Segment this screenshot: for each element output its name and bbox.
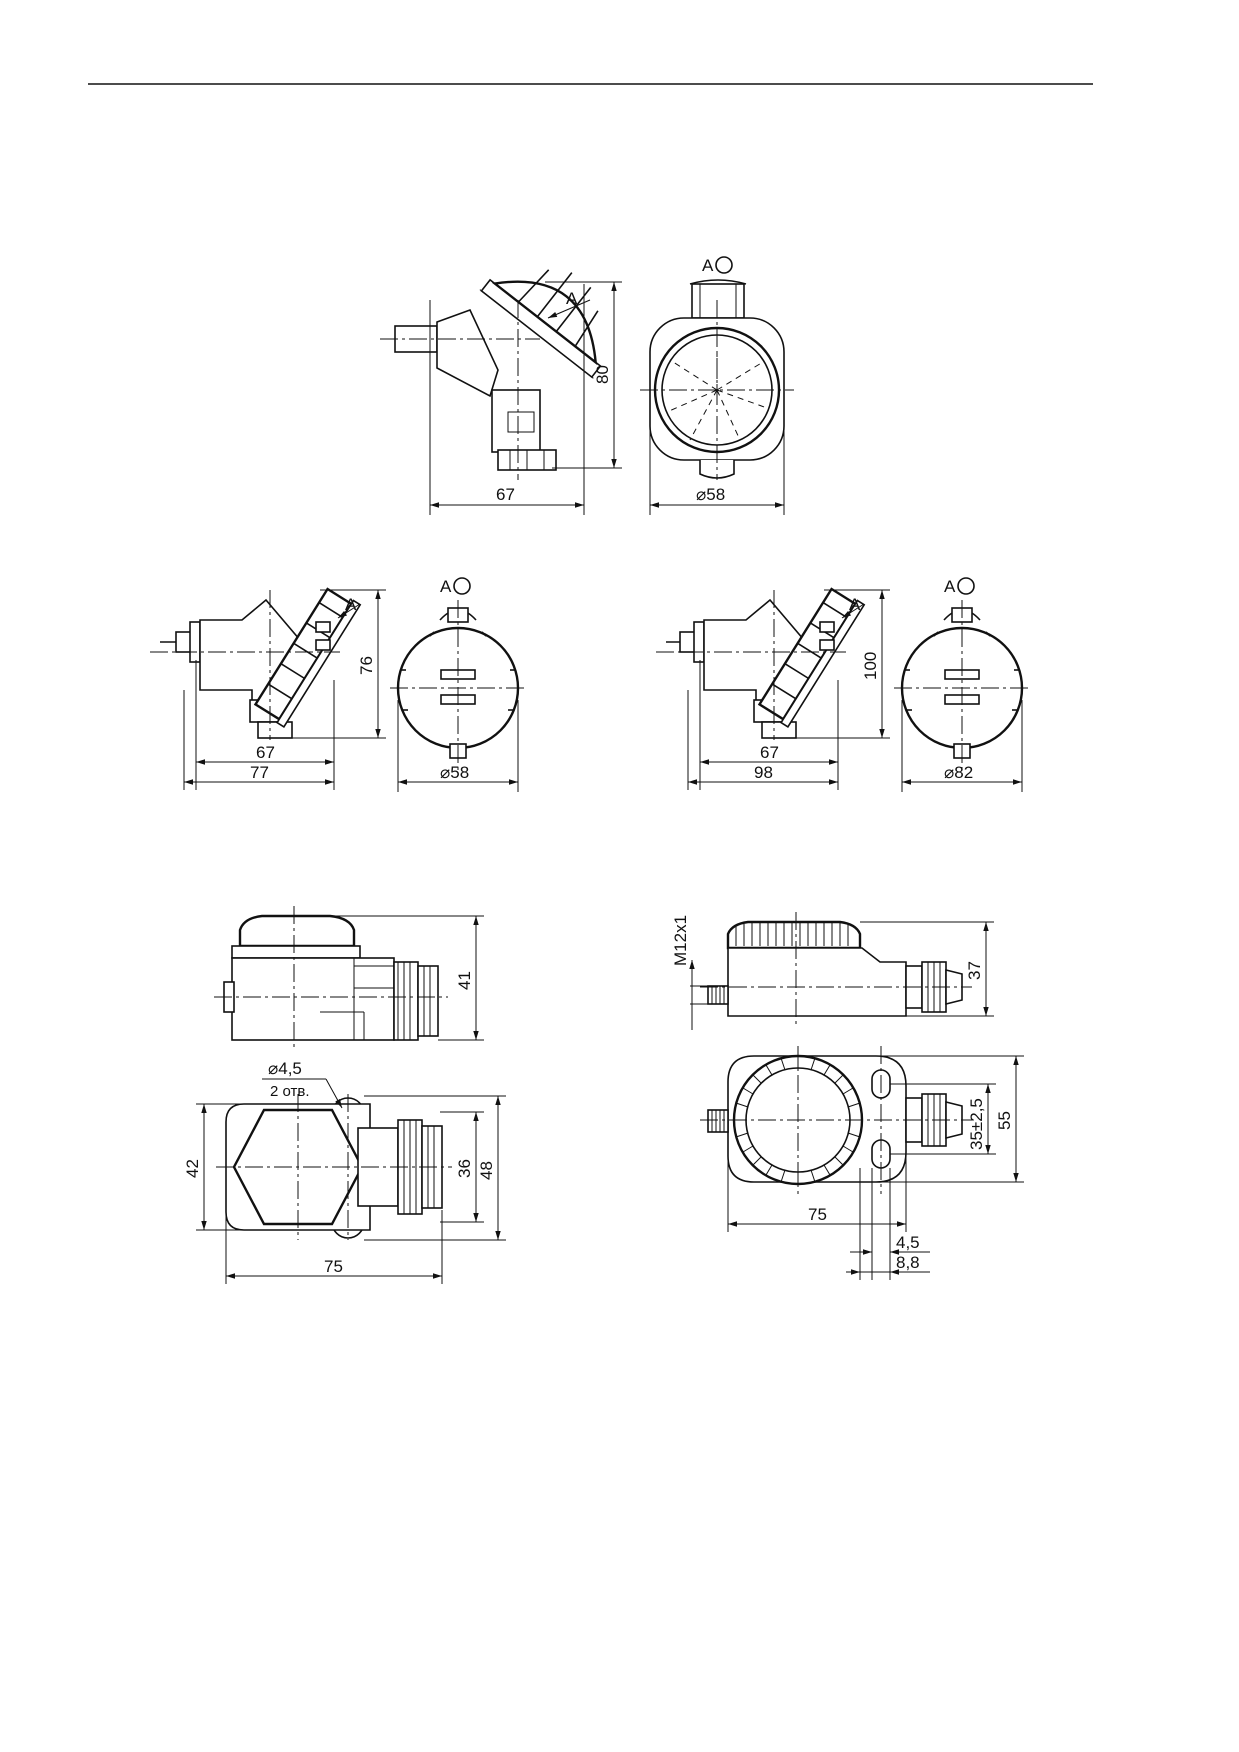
fig5-width-dim: 75 bbox=[808, 1205, 827, 1224]
fig4-side-view: 41 bbox=[214, 906, 484, 1048]
fig5-thread-label: M12x1 bbox=[671, 915, 690, 966]
fig4-top-view: ⌀4,5 2 отв. 42 36 48 75 bbox=[183, 1059, 506, 1284]
fig1-view-label: A bbox=[702, 256, 714, 275]
fig2-front-view: A bbox=[390, 577, 528, 792]
fig3-side-view: A 67 98 100 bbox=[656, 587, 890, 790]
fig3-outer-width-dim: 98 bbox=[754, 763, 773, 782]
fig4-height-dim: 41 bbox=[455, 971, 474, 990]
figure-5: M12x1 37 bbox=[671, 912, 1024, 1280]
fig1-front-view: A bbox=[640, 256, 794, 515]
fig5-gland-dist-dim: 35±2,5 bbox=[967, 1098, 986, 1150]
fig3-front-view: A ⌀82 bbox=[894, 577, 1032, 792]
fig5-side-view: M12x1 37 bbox=[671, 912, 994, 1030]
fig4-width-dim: 42 bbox=[183, 1159, 202, 1178]
fig2-view-label: A bbox=[440, 577, 452, 596]
fig3-view-mark: A bbox=[849, 595, 861, 614]
fig4-hole-count: 2 отв. bbox=[270, 1083, 310, 1100]
fig5-top-view: 35±2,5 55 75 4,5 8,8 bbox=[700, 1046, 1024, 1280]
fig2-outer-width-dim: 77 bbox=[250, 763, 269, 782]
fig2-view-mark: A bbox=[345, 595, 357, 614]
fig1-width-dim: 67 bbox=[496, 485, 515, 504]
fig3-inner-width-dim: 67 bbox=[760, 743, 779, 762]
fig4-body-height-dim: 36 bbox=[455, 1159, 474, 1178]
fig5-height-dim-top: 55 bbox=[995, 1111, 1014, 1130]
fig1-side-view: A 67 80 bbox=[380, 269, 622, 515]
fig5-slot-length-dim: 8,8 bbox=[896, 1253, 920, 1272]
fig4-hole-dia: ⌀4,5 bbox=[268, 1059, 302, 1078]
fig5-height-dim: 37 bbox=[965, 961, 984, 980]
fig1-view-mark: A bbox=[566, 289, 578, 308]
figure-2: A 67 77 76 A bbox=[150, 577, 528, 792]
fig2-inner-width-dim: 67 bbox=[256, 743, 275, 762]
fig2-height-dim: 76 bbox=[357, 656, 376, 675]
fig1-height-dim: 80 bbox=[593, 365, 612, 384]
figure-4: 41 bbox=[183, 906, 506, 1284]
fig4-length-dim: 75 bbox=[324, 1257, 343, 1276]
fig2-diameter-dim: ⌀58 bbox=[440, 763, 469, 782]
fig4-flange-height-dim: 48 bbox=[477, 1161, 496, 1180]
figure-3: A 67 98 100 A bbox=[656, 577, 1032, 792]
fig5-slot-width-dim: 4,5 bbox=[896, 1233, 920, 1252]
fig2-side-view: A 67 77 76 bbox=[150, 587, 386, 790]
figure-1: A 67 80 A bbox=[380, 256, 794, 515]
fig1-diameter-dim: ⌀58 bbox=[696, 485, 725, 504]
fig3-view-label: A bbox=[944, 577, 956, 596]
fig3-height-dim: 100 bbox=[861, 652, 880, 680]
fig3-diameter-dim: ⌀82 bbox=[944, 763, 973, 782]
